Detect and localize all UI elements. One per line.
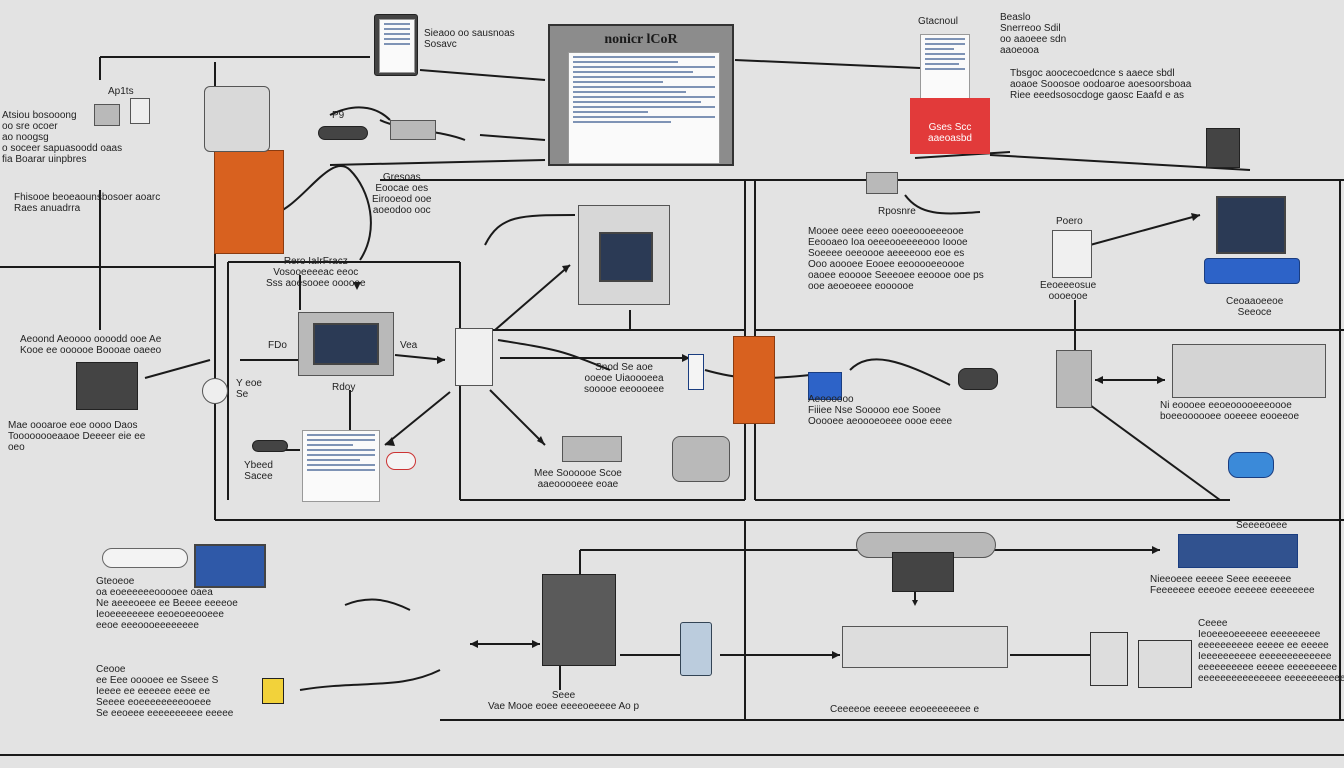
tablet-label: Sieaoo oo sausnoas Sosavc bbox=[424, 28, 515, 50]
bottom-center-note: Seee Vae Mooe eoee eeeeoeeeee Ao p bbox=[488, 690, 640, 712]
workstation-monitor bbox=[1216, 196, 1286, 254]
center-box-label: Rero IaIrFracz Vosooeeeeac eeoc Sss aoes… bbox=[266, 256, 366, 289]
workstation-label: Ceoaaoeeoe Seeoce bbox=[1226, 296, 1284, 318]
main-monitor: nonicr lCoR bbox=[548, 24, 734, 166]
cloud-icon bbox=[1228, 452, 1274, 478]
bottom-right-panel-2 bbox=[1138, 640, 1192, 688]
bottom-right-text: Ceeee Ieoeeeoeeeeee eeeeeeeee eeeeeeeeee… bbox=[1198, 618, 1344, 684]
router-icon bbox=[318, 126, 368, 140]
mid-box-note: Snod Se aoe ooeoe Uiaoooeea sooooe eeooo… bbox=[584, 362, 665, 395]
main-monitor-screen bbox=[568, 52, 720, 164]
mobile-device bbox=[680, 622, 712, 676]
camera-device bbox=[1052, 230, 1092, 278]
printer-icon bbox=[562, 436, 622, 462]
datacenter-roof bbox=[1172, 344, 1326, 398]
bottom-left-monitor bbox=[194, 544, 266, 588]
switch-icon bbox=[390, 120, 436, 140]
house-monitor bbox=[578, 205, 670, 305]
fdo-label: FDo bbox=[268, 340, 287, 351]
top-right-note: Tbsgoc aoocecoedcnce s aaece sbdl aoaoe … bbox=[1010, 68, 1192, 101]
vea-label: Vea bbox=[400, 340, 418, 351]
cabinet-icon bbox=[76, 362, 138, 410]
bottom-center-right-note: Ceeeeoe eeeeee eeoeeeeeeee e bbox=[830, 704, 980, 715]
yellow-chip-icon bbox=[262, 678, 284, 704]
tower-server bbox=[1056, 350, 1092, 408]
right-small-label: Eeoeeeosue oooeooe bbox=[1040, 280, 1097, 302]
workstation-keyboard bbox=[1204, 258, 1300, 284]
phone-icon bbox=[688, 354, 704, 390]
small-camera-icon bbox=[94, 104, 120, 126]
server-icon-top-right bbox=[1206, 128, 1240, 168]
red-callout: Gses Scc aaeoasbd bbox=[910, 98, 990, 154]
ydoo-label: Y eoe Se bbox=[236, 378, 262, 400]
top-left-note: Atsiou bosooong oo sre ocoer ao noogsg o… bbox=[2, 110, 123, 165]
bottom-right-header: Seeeeoeee bbox=[1236, 520, 1288, 531]
small-phone-icon bbox=[130, 98, 150, 124]
cable-note: Gresoas Eoocae oes Eirooeod ooe aoeodoo … bbox=[372, 172, 432, 216]
stacked-devices-icon bbox=[204, 86, 270, 152]
document-side-note: Beaslo Snerreoo Sdil oo aaoeee sdn aaoeo… bbox=[1000, 12, 1067, 56]
bottom-right-note: Nieeoeee eeeee Seee eeeeeee Feeeeeee eee… bbox=[1150, 574, 1315, 596]
ybeed-label: Ybeed Sacee bbox=[244, 460, 273, 482]
network-appliance bbox=[298, 312, 394, 376]
center-left-note: Aeoond Aeoooo oooodd ooe Ae Kooe ee oooo… bbox=[20, 334, 162, 356]
small-label-a: Ap1ts bbox=[108, 86, 134, 97]
camera-lens bbox=[958, 368, 998, 390]
blue-monitor bbox=[808, 372, 842, 400]
orange-cabinet bbox=[733, 336, 775, 424]
bottom-mid-note: Mee Soooooe Scoe aaeooooeee eoae bbox=[534, 468, 622, 490]
disk-icon bbox=[202, 378, 228, 404]
server-array bbox=[842, 626, 1008, 668]
top-left-sub-note: Fhisooe beoeaounsbosoer aoarc Raes anuad… bbox=[14, 192, 161, 214]
document-icon bbox=[920, 34, 970, 100]
right-mid-lines: Mooee oeee eeeo ooeeoooeeeooe Eeooaeo Io… bbox=[808, 226, 984, 292]
cable-connector-icon bbox=[252, 440, 288, 452]
right-mid-note-2: Aeoooooo Fiiiee Nse Sooooo eoe Sooee Ooo… bbox=[808, 394, 953, 427]
bottom-right-equipment bbox=[1178, 534, 1298, 568]
right-mid-header: Rposnre bbox=[878, 206, 916, 217]
bottom-right-panel-1 bbox=[1090, 632, 1128, 686]
small-label-p: P9 bbox=[332, 110, 345, 121]
small-monitor-icon bbox=[866, 172, 898, 194]
orange-server-tower bbox=[214, 150, 284, 254]
rdoy-label: Rdoy bbox=[332, 382, 356, 393]
left-mid-note: Mae oooaroe eoe oooo Daos Toooooooeaaoe … bbox=[8, 420, 146, 453]
storage-drive bbox=[672, 436, 730, 482]
tablet-icon bbox=[374, 14, 418, 76]
right-mid-tag: Poero bbox=[1056, 216, 1083, 227]
report-screen bbox=[302, 430, 380, 502]
stylus-icon bbox=[102, 548, 188, 568]
projector-icon bbox=[892, 552, 954, 592]
bottom-left-note-2: Ceooe ee Eee ooooee ee Sseee S Ieeee ee … bbox=[96, 664, 234, 719]
rack-server bbox=[542, 574, 616, 666]
router-note: Ni eoooee eeoeooooeeeoooe boeeoooooee oo… bbox=[1160, 400, 1300, 422]
main-monitor-title: nonicr lCoR bbox=[604, 32, 678, 47]
small-server-unit bbox=[455, 328, 493, 386]
eye-icon bbox=[386, 452, 416, 470]
bottom-left-note: Gteoeoe oa eoeeeeeeooooee oaea Ne aeeeoe… bbox=[96, 576, 238, 631]
document-title: Gtacnoul bbox=[918, 16, 959, 27]
